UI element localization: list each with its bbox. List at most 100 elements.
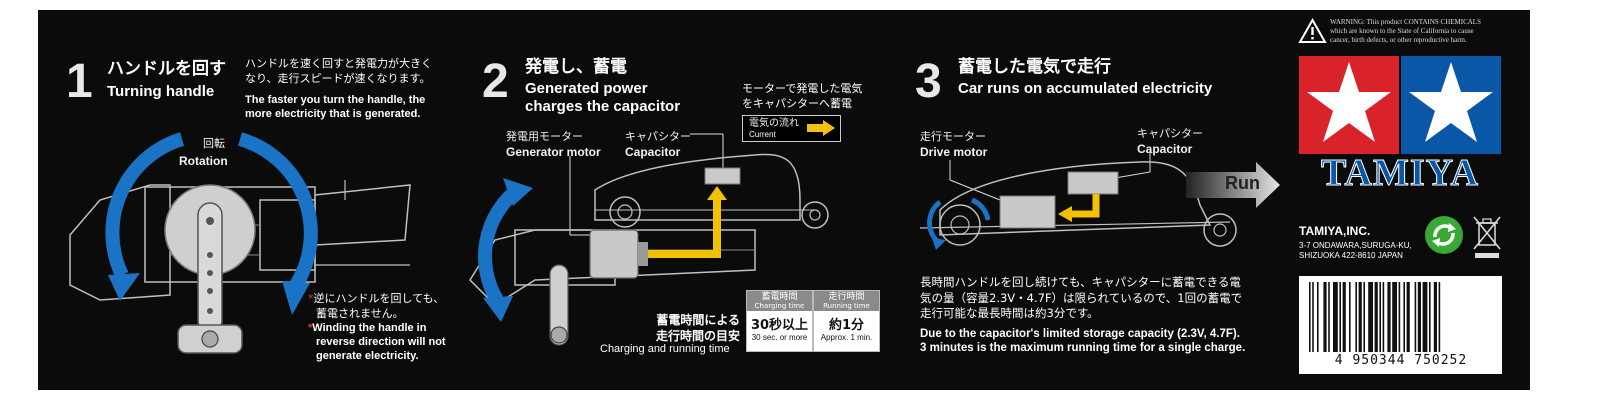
flow-desc-line: モーターで発電した電気 bbox=[742, 82, 863, 95]
step1-title-jp: ハンドルを回す bbox=[107, 59, 226, 79]
charging-time-cell: 蓄電時間 Charging time 30秒以上 30 sec. or more bbox=[746, 290, 813, 352]
step1-desc-en-line: The faster you turn the handle, the bbox=[245, 94, 426, 106]
step1-note-en: *Winding the handle in reverse direction… bbox=[308, 322, 446, 363]
drive-motor-label-en: Drive motor bbox=[920, 145, 988, 159]
barcode-bar bbox=[1368, 282, 1373, 352]
note-en-line: generate electricity. bbox=[316, 349, 419, 362]
barcode-bar bbox=[1323, 282, 1327, 352]
note-asterisk: * bbox=[308, 292, 314, 305]
note-jp-line: 蓄電されません。 bbox=[316, 306, 404, 320]
step2-title-en-line: charges the capacitor bbox=[525, 98, 681, 115]
note-jp-line: 逆にハンドルを回しても、 bbox=[313, 292, 445, 305]
flow-desc-line: をキャパシターへ蓄電 bbox=[742, 96, 852, 110]
barcode-bar bbox=[1342, 282, 1346, 352]
note-en-line: Winding the handle in bbox=[312, 322, 427, 334]
recycle-icon bbox=[1425, 216, 1463, 254]
barcode-bar bbox=[1438, 282, 1441, 352]
warning-triangle-icon bbox=[1298, 17, 1327, 43]
current-legend-jp: 電気の流れ bbox=[749, 118, 799, 129]
note-en-line: reverse direction will not bbox=[316, 335, 446, 348]
prop65-warning: WARNING: This product CONTAINS CHEMICALS… bbox=[1330, 18, 1481, 45]
barcode-bar bbox=[1433, 282, 1437, 352]
capacitor-label-jp: キャパシター bbox=[625, 130, 691, 143]
weee-bin-icon bbox=[1473, 216, 1501, 258]
step2-generator-illustration bbox=[469, 133, 829, 346]
step1-handle-illustration bbox=[69, 132, 411, 354]
step2-number: 2 bbox=[482, 55, 509, 108]
step1-desc-jp-line: なり、走行スピードが速くなります。 bbox=[245, 71, 431, 85]
charging-table-caption-en: Charging and running time bbox=[600, 343, 730, 355]
barcode-bar bbox=[1429, 282, 1431, 352]
barcode-bar bbox=[1374, 282, 1378, 352]
step3-body-en-line: Due to the capacitor's limited storage c… bbox=[920, 328, 1240, 340]
step2-flow-desc: モーターで発電した電気 をキャパシターへ蓄電 bbox=[742, 82, 862, 112]
drive-motor-label-jp: 走行モーター bbox=[920, 130, 986, 143]
barcode-number: 4 950344 750252 bbox=[1334, 353, 1468, 368]
address-line: SHIZUOKA 422-8610 JAPAN bbox=[1299, 251, 1403, 261]
barcode-bars bbox=[1309, 282, 1441, 352]
current-legend-en: Current bbox=[749, 130, 776, 139]
step2-title-en: Generated power charges the capacitor bbox=[525, 80, 680, 116]
generator-motor-label-jp: 発電用モーター bbox=[506, 130, 583, 143]
step3-body-jp-line: 走行可能な最長時間は約3分です。 bbox=[920, 306, 1099, 321]
charging-time-value: 30秒以上 bbox=[750, 318, 809, 334]
step1-desc-jp: ハンドルを速く回すと発電力が大きく なり、走行スピードが速くなります。 bbox=[245, 57, 432, 87]
barcode-bar bbox=[1406, 282, 1410, 352]
step2-title-jp: 発電し、蓄電 bbox=[525, 57, 627, 77]
step3-title-jp: 蓄電した電気で走行 bbox=[958, 57, 1111, 77]
charging-table-caption: 蓄電時間による 走行時間の目安 bbox=[615, 313, 740, 344]
step3-number: 3 bbox=[915, 55, 942, 108]
run-arrow-icon bbox=[1186, 162, 1280, 208]
company-address: 3-7 ONDAWARA,SURUGA-KU, SHIZUOKA 422-861… bbox=[1299, 241, 1412, 262]
tamiya-logo-text: TAMIYA bbox=[1320, 152, 1480, 194]
step3-title-en: Car runs on accumulated electricity bbox=[958, 80, 1213, 97]
table-caption-jp-line: 走行時間の目安 bbox=[655, 328, 740, 343]
step1-title-en: Turning handle bbox=[107, 83, 215, 100]
barcode-bar bbox=[1339, 282, 1341, 352]
step1-desc-en: The faster you turn the handle, the more… bbox=[245, 94, 425, 122]
barcode-bar bbox=[1414, 282, 1417, 352]
step1-desc-jp-line: ハンドルを速く回すと発電力が大きく bbox=[245, 57, 432, 70]
running-time-value: 約1分 bbox=[828, 318, 865, 334]
barcode-bar bbox=[1312, 282, 1314, 352]
barcode-bar bbox=[1387, 282, 1391, 352]
step3-body-jp-line: 長時間ハンドルを回し続けても、キャパシターに蓄電できる電 bbox=[920, 275, 1241, 289]
barcode-bar bbox=[1422, 282, 1428, 352]
step3-body-en: Due to the capacitor's limited storage c… bbox=[920, 327, 1245, 356]
table-caption-jp-line: 蓄電時間による bbox=[656, 313, 740, 327]
barcode: 4 950344 750252 bbox=[1299, 276, 1502, 374]
running-time-sub: Approx. 1 min. bbox=[820, 333, 873, 343]
barcode-bar bbox=[1392, 282, 1397, 352]
running-time-cell: 走行時間 Running time 約1分 Approx. 1 min. bbox=[813, 290, 880, 352]
barcode-bar bbox=[1403, 282, 1405, 352]
step1-desc-en-line: more electricity that is generated. bbox=[245, 107, 421, 120]
running-time-head: 走行時間 Running time bbox=[814, 291, 879, 312]
address-line: 3-7 ONDAWARA,SURUGA-KU, bbox=[1299, 241, 1412, 250]
note-asterisk: * bbox=[308, 322, 313, 334]
charging-time-sub: 30 sec. or more bbox=[751, 333, 808, 343]
barcode-bar bbox=[1358, 282, 1362, 352]
barcode-bar bbox=[1417, 282, 1421, 352]
charging-time-head: 蓄電時間 Charging time bbox=[747, 291, 812, 312]
barcode-bar bbox=[1398, 282, 1401, 352]
barcode-bar bbox=[1349, 282, 1351, 352]
barcode-bar bbox=[1317, 282, 1319, 352]
charging-time-head-jp: 蓄電時間 bbox=[761, 292, 798, 302]
step2-title-en-line: Generated power bbox=[525, 80, 648, 97]
step3-body-en-line: 3 minutes is the maximum running time fo… bbox=[920, 342, 1246, 355]
current-legend: 電気の流れ Current bbox=[742, 115, 841, 142]
step1-note-jp: *逆にハンドルを回しても、 蓄電されません。 bbox=[308, 292, 444, 322]
charging-time-head-en: Charging time bbox=[754, 302, 805, 311]
barcode-bar bbox=[1328, 282, 1330, 352]
warning-line: which are known to the State of Californ… bbox=[1330, 27, 1474, 36]
warning-line: WARNING: This product CONTAINS CHEMICALS bbox=[1330, 18, 1481, 26]
capacitor3-label-en: Capacitor bbox=[1137, 142, 1193, 156]
step3-body-jp: 長時間ハンドルを回し続けても、キャパシターに蓄電できる電 気の量（容量2.3V・… bbox=[920, 275, 1242, 322]
run-label: Run bbox=[1225, 173, 1260, 193]
rotation-label-en: Rotation bbox=[179, 154, 228, 168]
running-time-head-en: Running time bbox=[823, 302, 870, 311]
running-time-head-jp: 走行時間 bbox=[828, 292, 865, 302]
current-arrow-icon bbox=[807, 120, 835, 136]
barcode-bar bbox=[1379, 282, 1381, 352]
warning-line: cancer, birth defects, or other reproduc… bbox=[1330, 36, 1467, 45]
